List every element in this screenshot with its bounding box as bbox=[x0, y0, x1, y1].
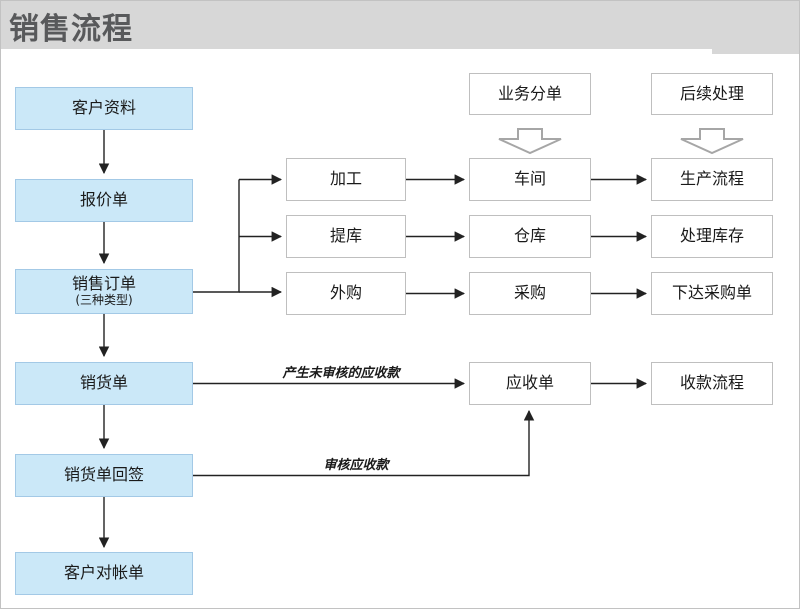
node-issue-po: 下达采购单 bbox=[651, 272, 773, 315]
node-label: 外购 bbox=[329, 283, 362, 303]
node-delivery-receipt: 销货单回签 bbox=[15, 454, 193, 497]
node-purchasing: 采购 bbox=[469, 272, 591, 315]
node-customer-info: 客户资料 bbox=[15, 87, 193, 130]
page-title: 销售流程 bbox=[9, 12, 133, 47]
header-tab-strip bbox=[712, 49, 799, 54]
node-label: 收款流程 bbox=[679, 373, 744, 393]
node-label: 销货单回签 bbox=[63, 465, 144, 485]
node-receivable-doc: 应收单 bbox=[469, 362, 591, 405]
node-customer-statement: 客户对帐单 bbox=[15, 552, 193, 595]
node-label: 处理库存 bbox=[679, 226, 744, 246]
node-label: 后续处理 bbox=[679, 83, 744, 103]
node-label: 报价单 bbox=[79, 190, 128, 210]
node-warehouse: 仓库 bbox=[469, 215, 591, 258]
node-delivery-note: 销货单 bbox=[15, 362, 193, 405]
header-bar: 销售流程 bbox=[1, 1, 799, 49]
node-processing: 加工 bbox=[286, 158, 406, 201]
edge-label-audit-receivable: 审核应收款 bbox=[323, 458, 389, 473]
node-label: 业务分单 bbox=[497, 83, 562, 103]
node-label: 客户对帐单 bbox=[63, 563, 144, 583]
node-collection-flow: 收款流程 bbox=[651, 362, 773, 405]
node-outsource: 外购 bbox=[286, 272, 406, 315]
node-label: 采购 bbox=[513, 283, 546, 303]
node-quotation: 报价单 bbox=[15, 179, 193, 222]
edge-label-generate-receivable: 产生未审核的应收款 bbox=[282, 366, 400, 381]
node-label: 车间 bbox=[513, 169, 546, 189]
block-down-arrow-icon bbox=[498, 128, 562, 155]
node-followup-header: 后续处理 bbox=[651, 73, 773, 115]
node-label: 提库 bbox=[329, 226, 362, 246]
block-down-arrow-icon bbox=[680, 128, 744, 155]
node-label: 生产流程 bbox=[679, 169, 744, 189]
node-label: 销售订单 bbox=[71, 274, 136, 294]
node-label: 加工 bbox=[329, 169, 362, 189]
node-label: 销货单 bbox=[79, 373, 128, 393]
node-sublabel: (三种类型) bbox=[75, 292, 133, 307]
node-dispatch-header: 业务分单 bbox=[469, 73, 591, 115]
node-pick-stock: 提库 bbox=[286, 215, 406, 258]
node-workshop: 车间 bbox=[469, 158, 591, 201]
node-label: 客户资料 bbox=[71, 98, 136, 118]
node-sales-order: 销售订单 (三种类型) bbox=[15, 269, 193, 314]
node-label: 下达采购单 bbox=[671, 283, 752, 303]
connector-lines bbox=[98, 130, 648, 549]
node-label: 仓库 bbox=[513, 226, 546, 246]
node-label: 应收单 bbox=[505, 373, 554, 393]
node-handle-inventory: 处理库存 bbox=[651, 215, 773, 258]
node-production-flow: 生产流程 bbox=[651, 158, 773, 201]
